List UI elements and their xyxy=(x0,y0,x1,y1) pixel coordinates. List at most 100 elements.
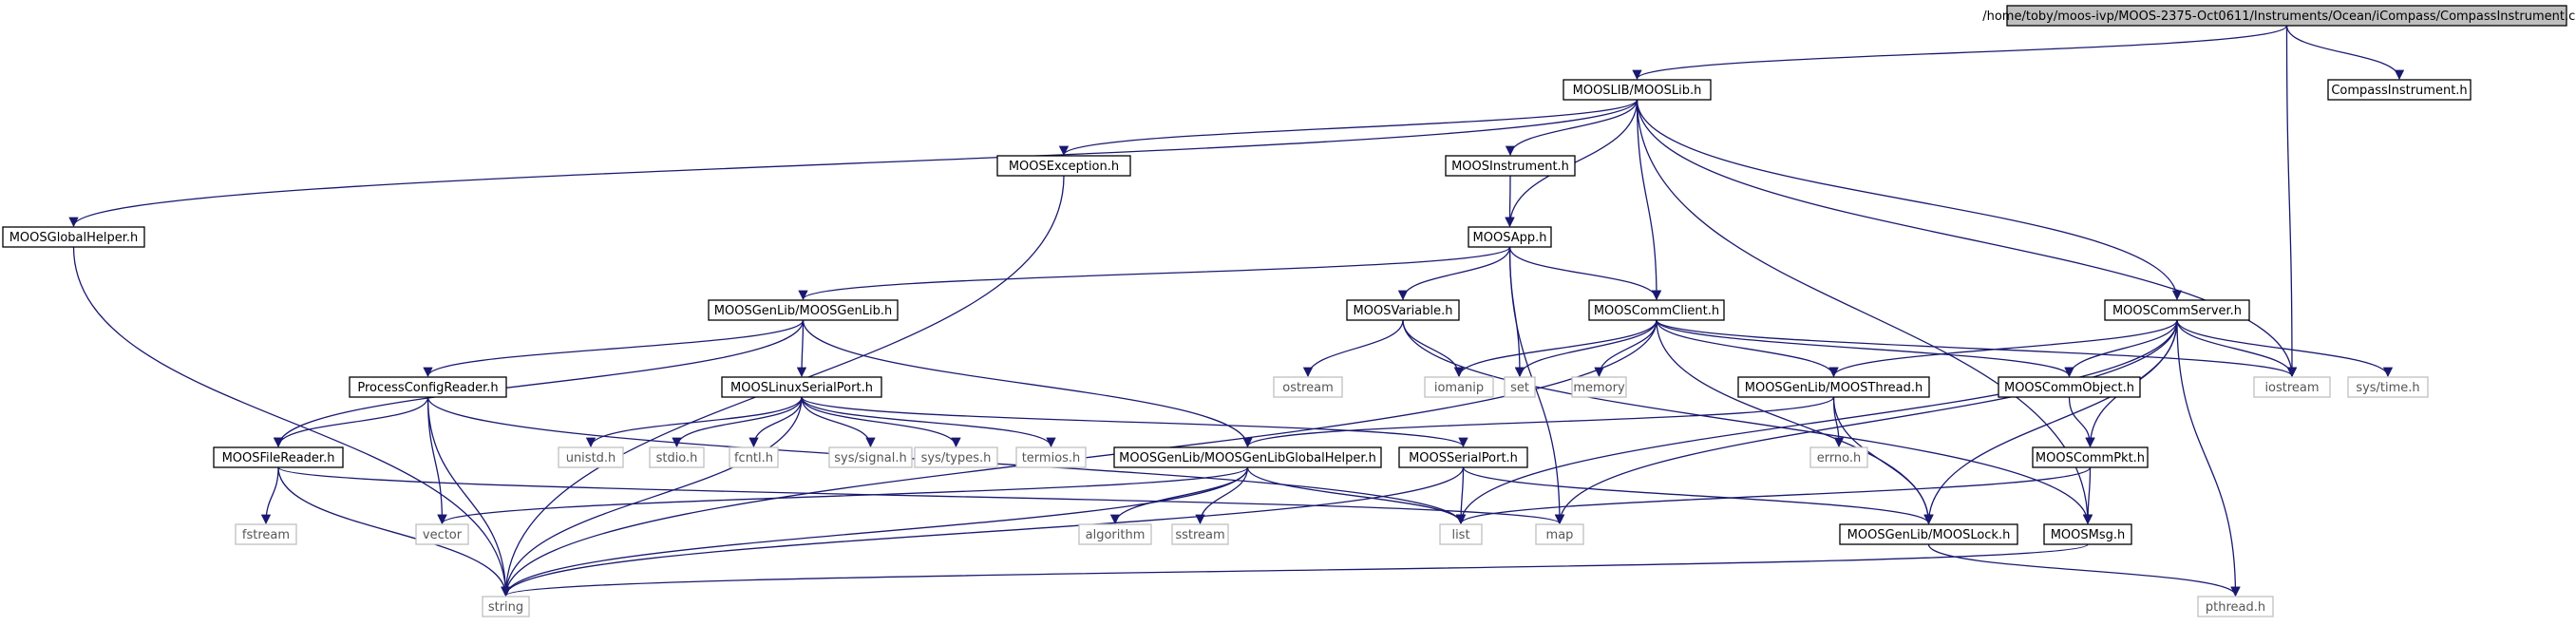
node-mooscommpkt[interactable]: MOOSCommPkt.h xyxy=(2032,446,2149,468)
node-vector: vector xyxy=(415,523,469,545)
node-processconfig[interactable]: ProcessConfigReader.h xyxy=(349,376,507,398)
node-label: MOOSVariable.h xyxy=(1354,304,1453,318)
edge-moosgenlibglobal-to-vector xyxy=(437,466,1249,525)
node-label: vector xyxy=(423,528,463,542)
node-iostream: iostream xyxy=(2253,376,2331,398)
node-moosgenlib[interactable]: MOOSGenLib/MOOSGenLib.h xyxy=(708,299,899,321)
edge-moosserialport-to-string xyxy=(501,466,1465,598)
node-moosserialport[interactable]: MOOSSerialPort.h xyxy=(1398,446,1528,468)
node-label: sys/time.h xyxy=(2356,381,2419,395)
node-box xyxy=(1015,446,1087,468)
node-label: MOOSApp.h xyxy=(1473,231,1547,245)
edge-moosapp-to-mooscommclient xyxy=(1508,246,1662,301)
edge-mooslinuxserial-to-fcntl xyxy=(748,396,803,448)
edge-mooscommserver-to-iostream xyxy=(2176,319,2298,378)
node-compassinst[interactable]: CompassInstrument.h xyxy=(2327,79,2472,101)
node-mooscommobject[interactable]: MOOSCommObject.h xyxy=(1998,376,2141,398)
node-box xyxy=(2006,5,2567,27)
node-label: algorithm xyxy=(1086,528,1146,542)
edge-mooscommpkt-to-list xyxy=(1456,466,2092,525)
node-label: MOOSInstrument.h xyxy=(1451,160,1569,174)
edge-moosthread-to-mooslock xyxy=(1832,396,1934,525)
node-label: sys/types.h xyxy=(921,451,992,465)
node-box xyxy=(708,299,899,321)
nodes-layer: /home/toby/moos-ivp/MOOS-2375-Oct0611/In… xyxy=(2,5,2576,617)
node-label: MOOSCommPkt.h xyxy=(2036,451,2145,465)
node-label: fcntl.h xyxy=(734,451,773,465)
node-moosglobalhelper[interactable]: MOOSGlobalHelper.h xyxy=(2,226,145,248)
node-root[interactable]: /home/toby/moos-ivp/MOOS-2375-Oct0611/In… xyxy=(1982,5,2576,27)
node-box xyxy=(1439,523,1483,545)
node-label: MOOSException.h xyxy=(1009,160,1119,174)
node-box xyxy=(1737,376,1930,398)
node-label: string xyxy=(488,600,523,615)
node-moosinstrument[interactable]: MOOSInstrument.h xyxy=(1445,155,1576,177)
node-box xyxy=(235,523,297,545)
node-fcntl: fcntl.h xyxy=(729,446,779,468)
node-moosthread[interactable]: MOOSGenLib/MOOSThread.h xyxy=(1737,376,1930,398)
edge-moosthread-to-moosgenlibglobal xyxy=(1242,396,1835,448)
node-box xyxy=(914,446,998,468)
node-ostream: ostream xyxy=(1273,376,1343,398)
edge-moosapp-to-moosvariable xyxy=(1397,246,1511,301)
edge-processconfig-to-string xyxy=(426,396,511,598)
edge-moosgenlib-to-processconfig xyxy=(423,319,805,378)
node-label: MOOSCommObject.h xyxy=(2004,381,2134,395)
edge-mooscommserver-to-mooscommobject xyxy=(2064,319,2178,378)
node-label: MOOSSerialPort.h xyxy=(1409,451,1518,465)
node-box xyxy=(1078,523,1152,545)
node-memory: memory xyxy=(1571,376,1627,398)
node-label: MOOSLIB/MOOSLib.h xyxy=(1573,84,1702,98)
node-label: fstream xyxy=(242,528,290,542)
node-mooslock[interactable]: MOOSGenLib/MOOSLock.h xyxy=(1839,523,2018,545)
edge-mooslib-to-mooscommclient xyxy=(1636,99,1662,301)
node-box xyxy=(721,376,882,398)
node-unistd: unistd.h xyxy=(558,446,624,468)
edge-mooscommpkt-to-moosmsg xyxy=(2082,466,2093,525)
node-box xyxy=(1504,376,1536,398)
node-label: ostream xyxy=(1282,381,1334,395)
node-box xyxy=(415,523,469,545)
node-box xyxy=(1113,446,1382,468)
node-sstream: sstream xyxy=(1171,523,1229,545)
node-moosfilereader[interactable]: MOOSFileReader.h xyxy=(213,446,344,468)
edge-moosgenlib-to-moosfilereader xyxy=(273,319,805,448)
edge-mooscommserver-to-pthread xyxy=(2176,319,2241,598)
edge-mooslinuxserial-to-syssignal xyxy=(801,396,876,448)
node-box xyxy=(349,376,507,398)
node-moosmsg[interactable]: MOOSMsg.h xyxy=(2043,523,2132,545)
node-label: MOOSGenLib/MOOSGenLib.h xyxy=(714,304,892,318)
node-box xyxy=(2032,446,2149,468)
node-map: map xyxy=(1535,523,1584,545)
edge-mooslib-to-mooscommserver xyxy=(1636,99,2183,301)
node-label: iostream xyxy=(2264,381,2319,395)
node-mooslib[interactable]: MOOSLIB/MOOSLib.h xyxy=(1563,79,1712,101)
node-box xyxy=(1398,446,1528,468)
node-algorithm: algorithm xyxy=(1078,523,1152,545)
node-label: MOOSLinuxSerialPort.h xyxy=(730,381,873,395)
edge-moosmsg-to-string xyxy=(501,543,2089,598)
edge-mooslinuxserial-to-string xyxy=(501,396,803,598)
node-mooscommserver[interactable]: MOOSCommServer.h xyxy=(2104,299,2250,321)
node-box xyxy=(1563,79,1712,101)
node-mooslinuxserial[interactable]: MOOSLinuxSerialPort.h xyxy=(721,376,882,398)
node-moosgenlibglobal[interactable]: MOOSGenLib/MOOSGenLibGlobalHelper.h xyxy=(1113,446,1382,468)
node-label: MOOSGenLib/MOOSLock.h xyxy=(1847,528,2011,542)
node-moosapp[interactable]: MOOSApp.h xyxy=(1468,226,1552,248)
edge-moosglobalhelper-to-string xyxy=(72,246,511,598)
node-moosvariable[interactable]: MOOSVariable.h xyxy=(1346,299,1460,321)
node-box xyxy=(1809,446,1868,468)
node-box xyxy=(213,446,344,468)
node-label: ProcessConfigReader.h xyxy=(357,381,498,395)
node-box xyxy=(558,446,624,468)
node-moosexception[interactable]: MOOSException.h xyxy=(996,155,1131,177)
node-box xyxy=(1571,376,1627,398)
edge-mooscommclient-to-iomanip xyxy=(1453,319,1657,378)
node-box xyxy=(2104,299,2250,321)
edge-moosapp-to-moosgenlib xyxy=(798,246,1511,301)
node-label: stdio.h xyxy=(656,451,698,465)
node-mooscommclient[interactable]: MOOSCommClient.h xyxy=(1588,299,1725,321)
edge-moosgenlibglobal-to-list xyxy=(1246,466,1467,525)
edge-mooscommclient-to-memory xyxy=(1594,319,1657,378)
edge-moosfilereader-to-fstream xyxy=(260,466,279,525)
